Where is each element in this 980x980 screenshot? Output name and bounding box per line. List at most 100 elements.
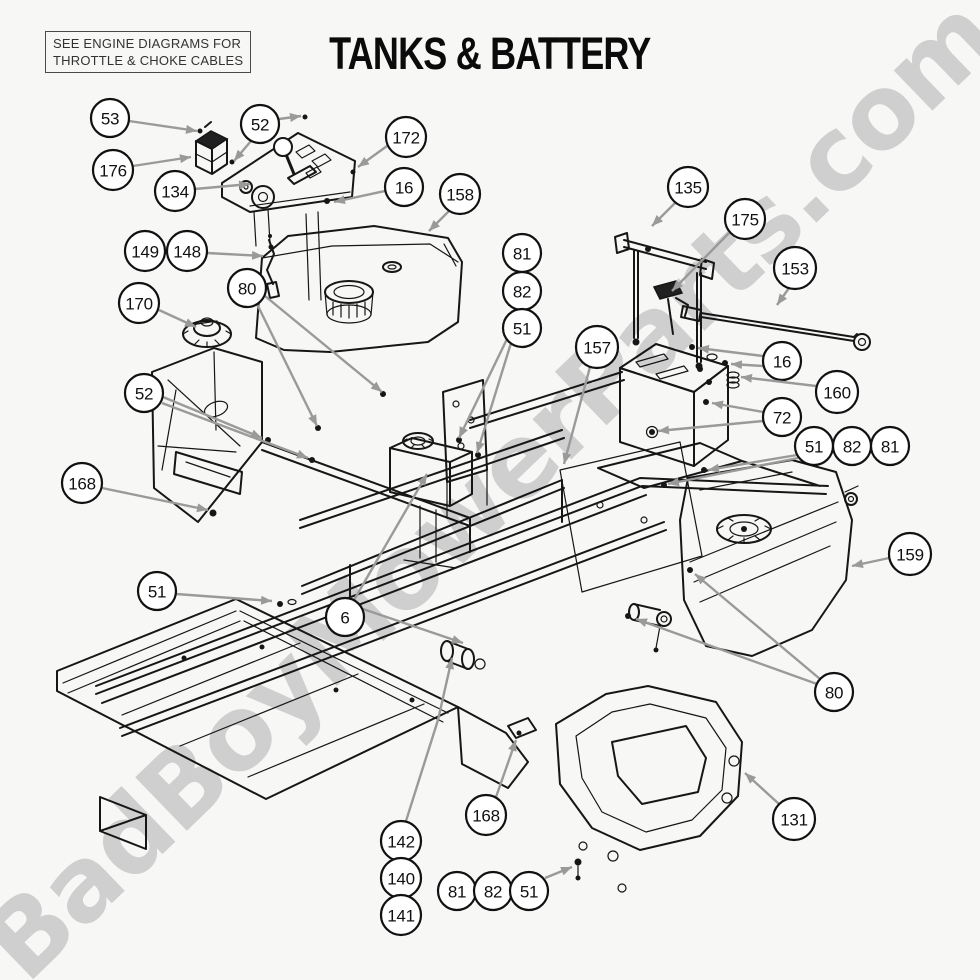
leader-line (206, 250, 264, 260)
callout-175[interactable]: 175 (671, 197, 767, 292)
callout-6[interactable]: 6 (324, 473, 464, 645)
leader-line (357, 145, 388, 168)
callout-159[interactable]: 159 (851, 531, 933, 577)
leader-line (475, 342, 513, 454)
callout-circle[interactable] (761, 340, 803, 382)
reservoir-drawing (315, 379, 488, 569)
callout-number: 153 (781, 260, 808, 279)
callout-80[interactable]: 80 (635, 573, 855, 713)
callout-circle[interactable] (91, 148, 135, 192)
callout-16[interactable]: 16 (697, 340, 803, 382)
callout-circle[interactable] (123, 229, 167, 273)
callout-circle[interactable] (239, 103, 281, 145)
callout-circle[interactable] (89, 97, 131, 139)
leader-line (233, 140, 252, 162)
right-fuel-tank-drawing (625, 459, 859, 657)
callout-52[interactable]: 52 (123, 372, 309, 460)
floor-pan-drawing (56, 598, 529, 850)
callout-circle[interactable] (814, 369, 860, 415)
callout-circle[interactable] (666, 165, 710, 209)
leader-line (278, 113, 302, 122)
callout-circle[interactable] (383, 166, 425, 208)
callout-52[interactable]: 52 (233, 103, 302, 162)
callout-circle[interactable] (464, 793, 508, 837)
callout-circle[interactable] (136, 570, 178, 612)
callout-158[interactable]: 158 (428, 172, 482, 232)
callout-153[interactable]: 153 (772, 245, 818, 306)
callout-number: 53 (101, 110, 119, 129)
callout-140[interactable]: 140 (379, 856, 423, 900)
callout-number: 140 (387, 870, 414, 889)
callout-16[interactable]: 16 (333, 166, 425, 208)
callout-number: 141 (387, 907, 414, 926)
callout-circle[interactable] (324, 596, 366, 638)
callout-circle[interactable] (117, 281, 161, 325)
callout-170[interactable]: 170 (117, 281, 197, 329)
frame-drawing (95, 371, 829, 737)
callout-81[interactable]: 81 (501, 232, 543, 274)
callout-circle[interactable] (384, 115, 428, 159)
callout-72[interactable]: 72 (657, 396, 803, 438)
callout-176[interactable]: 176 (91, 148, 192, 192)
leader-line (711, 400, 764, 414)
callout-number: 131 (780, 811, 807, 830)
callout-circle[interactable] (153, 169, 197, 213)
callout-51[interactable]: 51 (457, 307, 543, 454)
leader-line (132, 154, 192, 168)
callout-160[interactable]: 160 (740, 369, 860, 415)
callout-80[interactable]: 80 (226, 267, 383, 427)
callout-51[interactable]: 51 (508, 865, 573, 912)
callout-53[interactable]: 53 (89, 97, 198, 139)
choke-cable-drawing (266, 234, 280, 299)
callout-131[interactable]: 131 (744, 772, 817, 842)
machine-line-art (56, 114, 871, 893)
callout-circle[interactable] (165, 229, 209, 273)
callout-number: 168 (68, 475, 95, 494)
callout-82[interactable]: 82 (501, 270, 543, 312)
callout-circle[interactable] (869, 425, 911, 467)
callout-circle[interactable] (574, 324, 620, 370)
throttle-cable-drawing (645, 297, 871, 439)
callout-circle[interactable] (772, 245, 818, 291)
callout-148[interactable]: 148 (165, 229, 264, 273)
callout-circle[interactable] (438, 172, 482, 216)
callout-circle[interactable] (723, 197, 767, 241)
callout-51[interactable]: 51 (136, 570, 273, 612)
callout-circle[interactable] (379, 893, 423, 937)
callout-168[interactable]: 168 (60, 461, 209, 513)
leader-line (562, 366, 592, 465)
leader-line (161, 401, 309, 460)
callout-142[interactable]: 142 (379, 657, 454, 863)
leader-line (730, 360, 764, 370)
callout-134[interactable]: 134 (153, 169, 251, 213)
callout-circle[interactable] (501, 307, 543, 349)
callout-51[interactable]: 51 (667, 425, 835, 487)
callout-149[interactable]: 149 (123, 229, 167, 273)
callout-82[interactable]: 82 (472, 870, 514, 912)
fuel-cap-drawing (182, 317, 232, 348)
callout-circle[interactable] (123, 372, 165, 414)
callout-172[interactable]: 172 (357, 115, 428, 168)
callout-81[interactable]: 81 (436, 870, 478, 912)
callout-circle[interactable] (508, 870, 550, 912)
callout-135[interactable]: 135 (651, 165, 710, 227)
leader-line (851, 556, 890, 569)
callout-82[interactable]: 82 (831, 425, 873, 467)
callout-circle[interactable] (813, 671, 855, 713)
callout-157[interactable]: 157 (562, 324, 620, 465)
callout-circle[interactable] (771, 796, 817, 842)
callout-circle[interactable] (60, 461, 104, 505)
leader-line (255, 303, 319, 427)
callout-141[interactable]: 141 (379, 893, 423, 937)
callout-circle[interactable] (226, 267, 268, 309)
callout-circle[interactable] (761, 396, 803, 438)
callout-number: 52 (251, 116, 269, 135)
callout-circle[interactable] (887, 531, 933, 577)
callout-168[interactable]: 168 (464, 739, 518, 837)
left-console-drawing (151, 347, 315, 607)
callout-81[interactable]: 81 (869, 425, 911, 467)
callout-number: 158 (446, 186, 473, 205)
callout-number: 80 (238, 280, 256, 299)
